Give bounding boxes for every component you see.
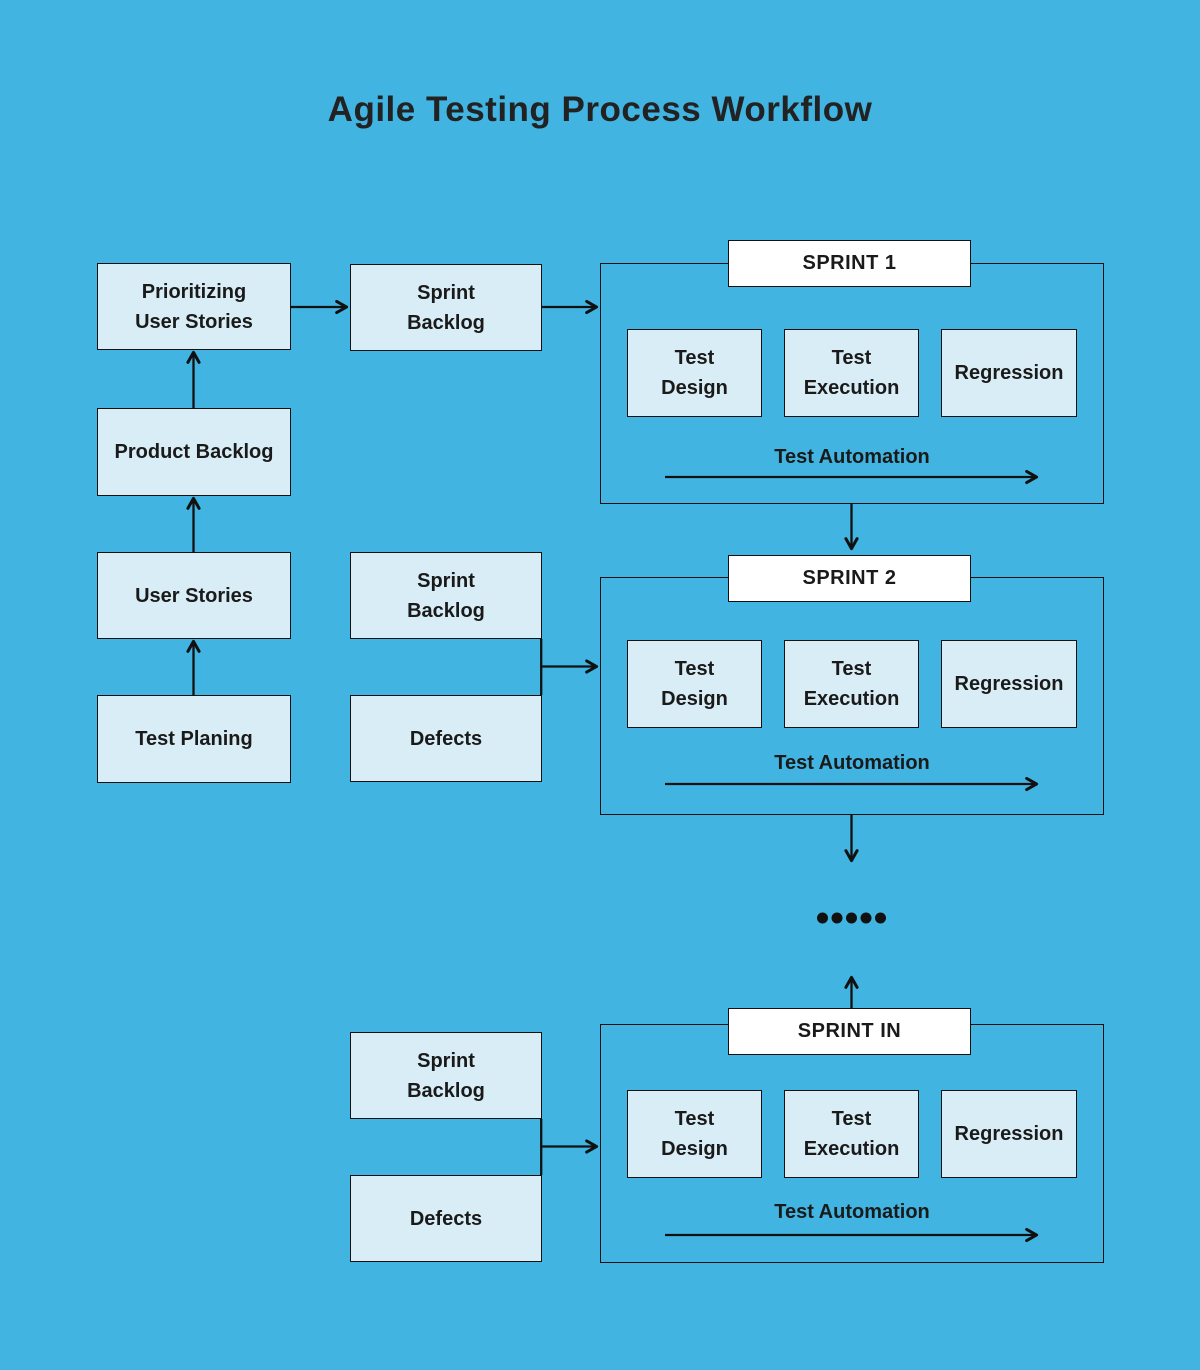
sprint-in-label: SPRINT IN (728, 1008, 971, 1055)
node-defects-2: Defects (350, 695, 542, 782)
node-defects-3: Defects (350, 1175, 542, 1262)
node-sprint-backlog-3: Sprint Backlog (350, 1032, 542, 1119)
sprint-2-test-execution: Test Execution (784, 640, 919, 728)
sprint-2-test-automation-label: Test Automation (774, 752, 930, 774)
sprint-in-test-design: Test Design (627, 1090, 762, 1178)
sprint-1-label: SPRINT 1 (728, 240, 971, 287)
sprint-in-test-automation-label: Test Automation (774, 1201, 930, 1223)
continuation-dots (817, 912, 886, 924)
node-product-backlog: Product Backlog (97, 408, 291, 496)
sprint-2-test-design: Test Design (627, 640, 762, 728)
sprint-2-regression: Regression (941, 640, 1077, 728)
node-prioritizing-user-stories: Prioritizing User Stories (97, 263, 291, 350)
sprint-1-test-execution: Test Execution (784, 329, 919, 417)
node-test-planing: Test Planing (97, 695, 291, 783)
sprint-1-test-design: Test Design (627, 329, 762, 417)
sprint-in-test-execution: Test Execution (784, 1090, 919, 1178)
node-sprint-backlog-2: Sprint Backlog (350, 552, 542, 639)
node-sprint-backlog-1: Sprint Backlog (350, 264, 542, 351)
diagram-title: Agile Testing Process Workflow (327, 90, 873, 129)
sprint-in-regression: Regression (941, 1090, 1077, 1178)
sprint-2-label: SPRINT 2 (728, 555, 971, 602)
sprint-1-regression: Regression (941, 329, 1077, 417)
node-user-stories: User Stories (97, 552, 291, 639)
sprint-1-test-automation-label: Test Automation (774, 446, 930, 468)
